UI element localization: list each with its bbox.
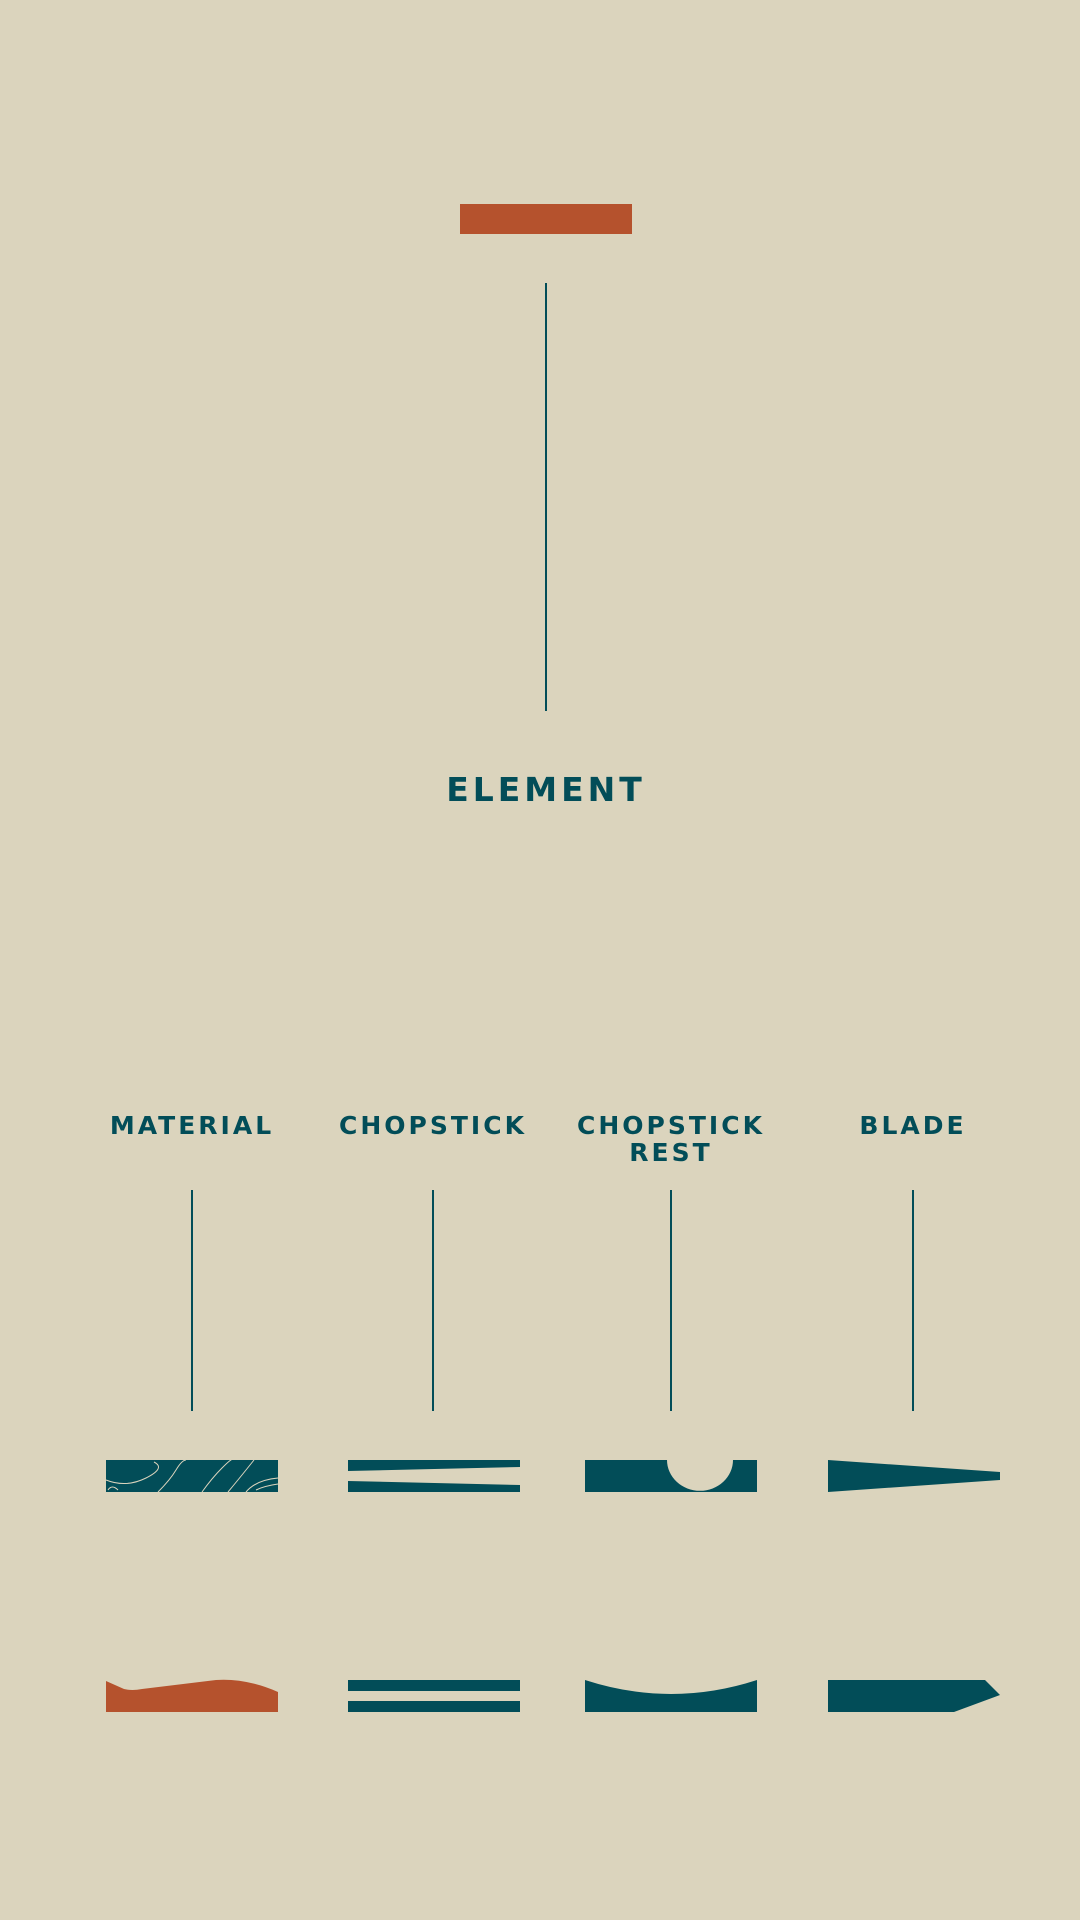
category-label-chopstick: CHOPSTICK <box>339 1111 527 1140</box>
chopstick-rest-curve-glyph <box>585 1680 757 1712</box>
category-label-blade: BLADE <box>859 1111 967 1140</box>
material-wood-profile-glyph <box>106 1679 278 1712</box>
connector-line-chopstick <box>432 1190 434 1411</box>
chopstick-pair-tapered-glyph <box>348 1460 520 1492</box>
blade-pointed-tip-glyph <box>828 1680 1000 1712</box>
category-label-material: MATERIAL <box>109 1111 275 1140</box>
material-wood-grain-glyph <box>105 1459 279 1493</box>
blade-tapered-glyph <box>828 1460 1000 1492</box>
main-connector-line <box>545 283 547 711</box>
accent-bar <box>460 204 632 234</box>
connector-line-material <box>191 1190 193 1411</box>
chopstick-rest-notch-glyph <box>585 1460 757 1492</box>
chopstick-pair-parallel-glyph <box>348 1680 520 1712</box>
connector-line-chopstick-rest <box>670 1190 672 1411</box>
connector-line-blade <box>912 1190 914 1411</box>
category-label-chopstick-rest: CHOPSTICK REST <box>577 1111 765 1167</box>
diagram-title: ELEMENT <box>446 770 646 809</box>
